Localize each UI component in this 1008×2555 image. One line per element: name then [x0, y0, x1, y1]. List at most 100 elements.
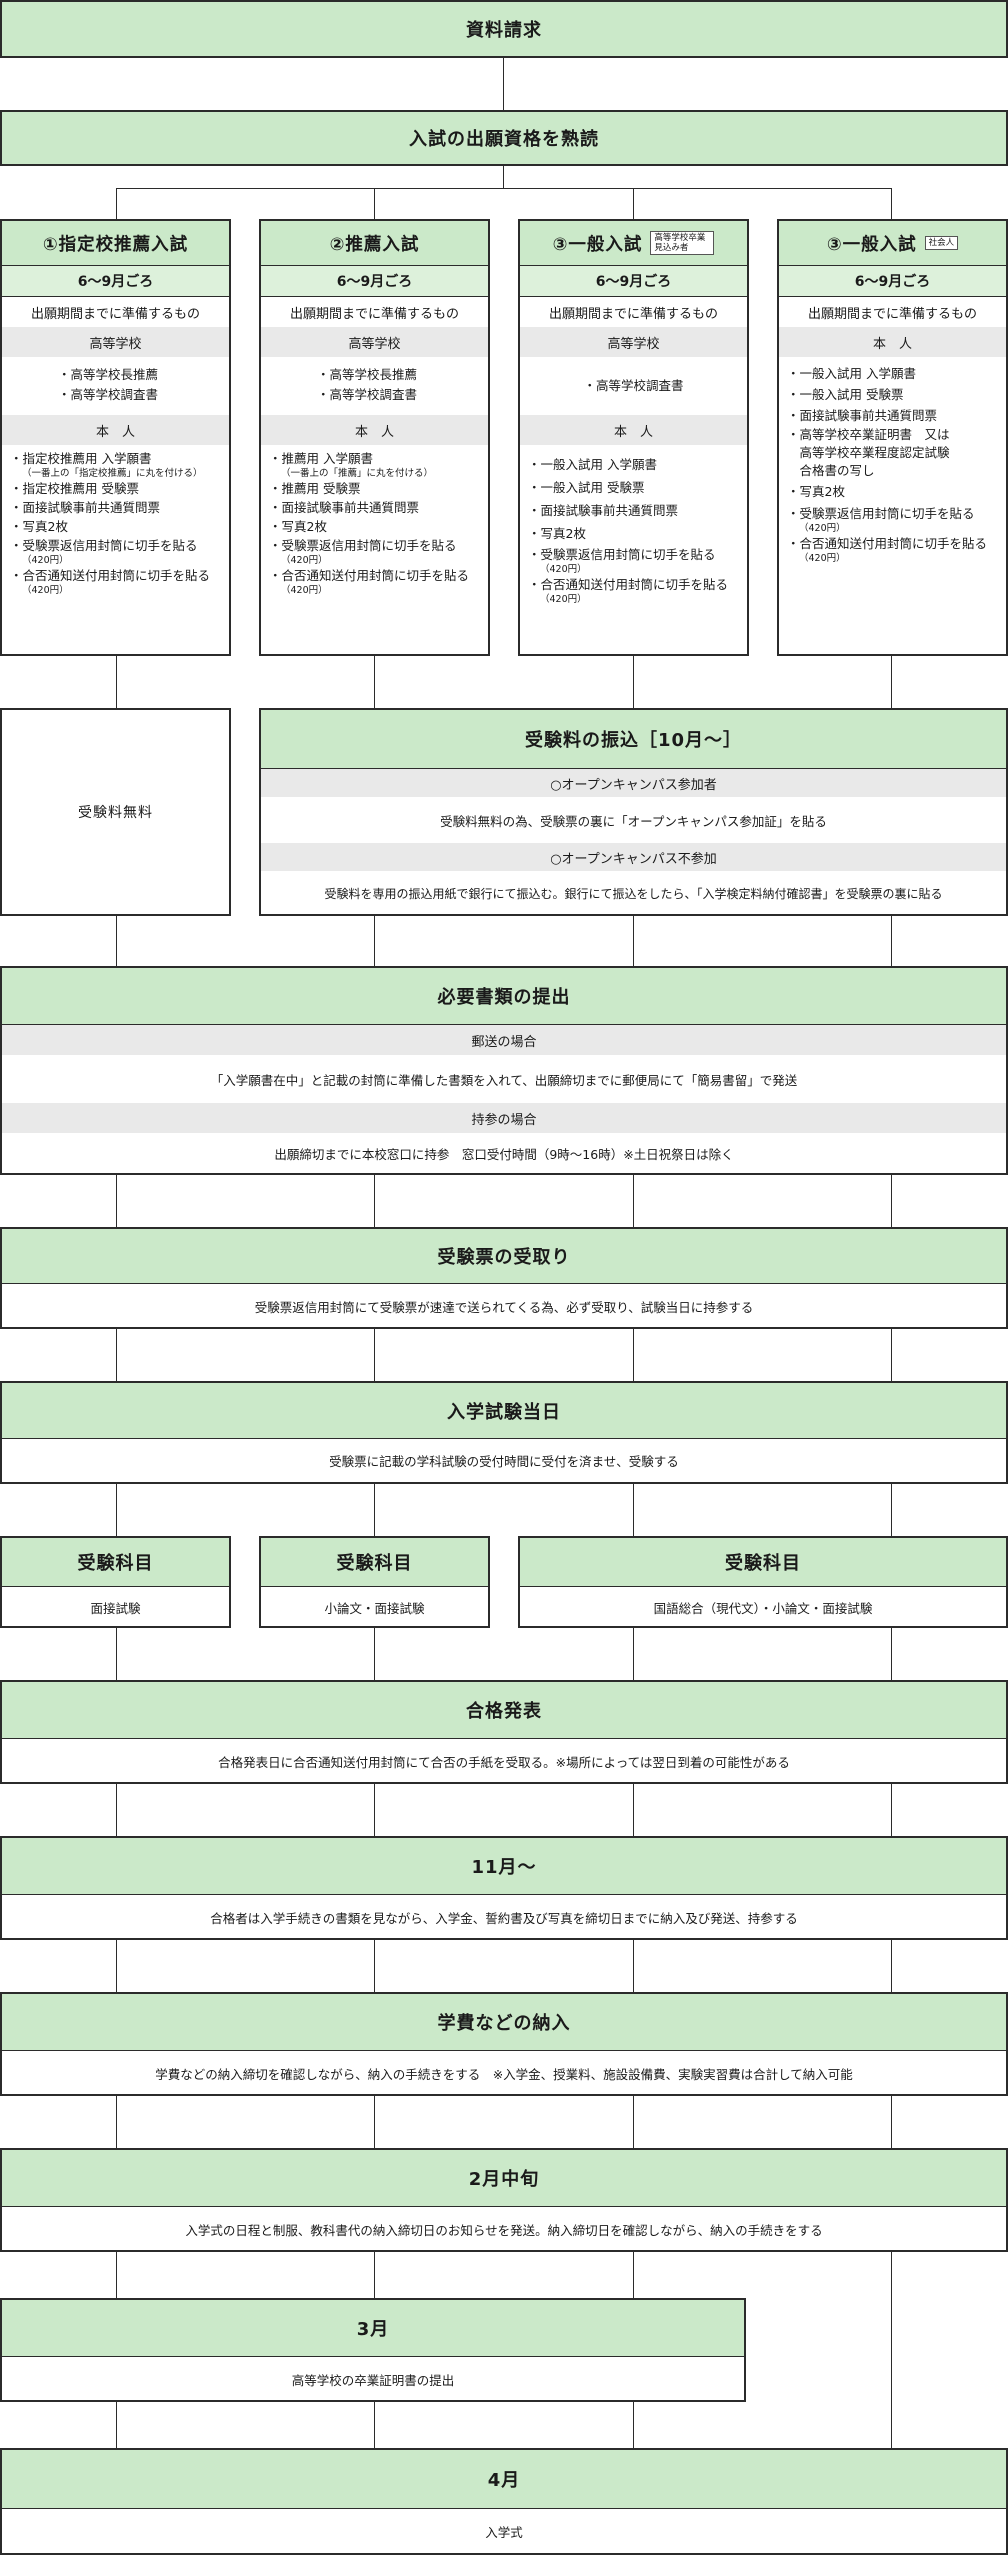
connector — [374, 1175, 375, 1227]
connector — [891, 1784, 892, 1836]
submit-box: 必要書類の提出 郵送の場合 「入学願書在中」と記載の封筒に準備した書類を入れて、… — [0, 966, 1008, 1175]
list-item: ・一般入試用 入学願書 — [787, 366, 916, 381]
list-note: （一番上の「指定校推薦」に丸を付ける） — [22, 468, 203, 479]
route-4-tag: 社会人 — [924, 236, 959, 250]
connector — [116, 1784, 117, 1836]
submit-text-2: 出願締切までに本校窓口に持参 窓口受付時間（9時〜16時）※土日祝祭日は除く — [274, 1147, 734, 1162]
list-item: ・合否通知送付用封筒に切手を貼る — [528, 577, 729, 592]
step-request: 資料請求 — [0, 0, 1008, 58]
route-2-prep: 出願期間までに準備するもの — [289, 306, 459, 322]
connector — [116, 188, 891, 189]
subject-2-text: 小論文・面接試験 — [324, 1600, 425, 1616]
feb-title: 2月中旬 — [2, 2150, 1006, 2207]
fee-free-text: 受験料無料 — [78, 805, 153, 821]
connector — [116, 2252, 117, 2298]
list-item: ・一般入試用 入学願書 — [528, 457, 657, 472]
connector — [374, 656, 375, 708]
tuition-text: 学費などの納入締切を確認しながら、納入の手続きをする ※入学金、授業料、施設設備… — [155, 2066, 853, 2082]
ticket-title: 受験票の受取り — [2, 1229, 1006, 1284]
fee-sub-2: ○オープンキャンパス不参加 — [261, 843, 1006, 871]
list-item: ・高等学校卒業証明書 又は — [787, 427, 950, 442]
connector — [374, 1440, 375, 1536]
list-item: ・受験票返信用封筒に切手を貼る — [269, 538, 457, 553]
route-3-panel: ③一般入試高等学校卒業見込み者 6〜9月ごろ 出願期間までに準備するもの 高等学… — [518, 219, 749, 656]
feb-box: 2月中旬 入学式の日程と制服、教科書代の納入締切日のお知らせを発送。納入締切日を… — [0, 2148, 1008, 2252]
route-3-school-head: 高等学校 — [520, 327, 747, 357]
route-1-school-head: 高等学校 — [2, 327, 229, 357]
exam-day-text: 受験票に記載の学科試験の受付時間に受付を済ませ、受験する — [329, 1453, 679, 1469]
exam-day-body: 受験票に記載の学科試験の受付時間に受付を済ませ、受験する — [0, 1438, 1008, 1484]
connector — [633, 1628, 634, 1680]
connector — [374, 1329, 375, 1381]
list-item: ・合否通知送付用封筒に切手を貼る — [269, 568, 470, 583]
route-3-school-items: ・高等学校調査書 — [520, 357, 747, 415]
connector — [633, 1329, 634, 1381]
route-2-panel: ②推薦入試 6〜9月ごろ 出願期間までに準備するもの 高等学校 ・高等学校長推薦… — [259, 219, 490, 656]
route-2-self-items: ・推薦用 入学願書 （一番上の「推薦」に丸を付ける） ・推薦用 受験票 ・面接試… — [261, 445, 488, 600]
mar-text: 高等学校の卒業証明書の提出 — [291, 2372, 455, 2388]
route-3-self-head: 本 人 — [520, 415, 747, 445]
connector — [891, 1628, 892, 1680]
list-note: （420円） — [281, 555, 328, 566]
route-1-panel: ①指定校推薦入試 6〜9月ごろ 出願期間までに準備するもの 高等学校 ・高等学校… — [0, 219, 231, 656]
fee-free-box: 受験料無料 — [0, 708, 231, 916]
route-1-title: ①指定校推薦入試 — [2, 221, 229, 266]
subject-1-title: 受験科目 — [2, 1538, 229, 1587]
route-4-self-head: 本 人 — [779, 327, 1006, 357]
route-1-self-items: ・指定校推薦用 入学願書 （一番上の「指定校推薦」に丸を付ける） ・指定校推薦用… — [2, 445, 229, 600]
list-note: （420円） — [540, 564, 587, 575]
connector — [891, 916, 892, 966]
submit-sub-2: 持参の場合 — [2, 1103, 1006, 1133]
list-item: ・高等学校調査書 — [317, 387, 418, 402]
list-item: 高等学校卒業程度認定試験 — [787, 445, 950, 460]
connector — [633, 2402, 634, 2448]
list-item: ・面接試験事前共通質問票 — [10, 500, 161, 515]
connector — [633, 656, 634, 708]
connector — [891, 1940, 892, 1992]
list-item: ・受験票返信用封筒に切手を貼る — [528, 547, 716, 562]
list-item: ・写真2枚 — [528, 526, 586, 541]
list-item: ・高等学校長推薦 — [58, 367, 159, 382]
step-request-title: 資料請求 — [2, 2, 1006, 56]
route-2-period: 6〜9月ごろ — [261, 266, 488, 297]
route-3-title: ③一般入試高等学校卒業見込み者 — [520, 221, 747, 266]
connector — [891, 1440, 892, 1536]
connector — [116, 656, 117, 708]
nov-box: 11月〜 合格者は入学手続きの書類を見ながら、入学金、誓約書及び写真を締切日まで… — [0, 1836, 1008, 1940]
route-2-title: ②推薦入試 — [261, 221, 488, 266]
list-item: ・推薦用 入学願書 — [269, 451, 373, 466]
list-item: ・受験票返信用封筒に切手を貼る — [10, 538, 198, 553]
connector — [633, 1784, 634, 1836]
tuition-box: 学費などの納入 学費などの納入締切を確認しながら、納入の手続きをする ※入学金、… — [0, 1992, 1008, 2096]
connector — [116, 916, 117, 966]
connector — [374, 2096, 375, 2148]
route-1-period: 6〜9月ごろ — [2, 266, 229, 297]
route-4-prep: 出願期間までに準備するもの — [807, 306, 977, 322]
submit-text-1: 「入学願書在中」と記載の封筒に準備した書類を入れて、出願締切までに郵便局にて「簡… — [210, 1072, 798, 1088]
connector — [891, 656, 892, 708]
feb-text: 入学式の日程と制服、教科書代の納入締切日のお知らせを発送。納入締切日を確認しなが… — [185, 2222, 823, 2238]
route-4-self-items: ・一般入試用 入学願書 ・一般入試用 受験票 ・面接試験事前共通質問票 ・高等学… — [779, 357, 1006, 568]
route-4-period: 6〜9月ごろ — [779, 266, 1006, 297]
list-item: ・指定校推薦用 受験票 — [10, 481, 139, 496]
nov-text: 合格者は入学手続きの書類を見ながら、入学金、誓約書及び写真を締切日までに納入及び… — [210, 1910, 798, 1926]
fee-title: 受験料の振込［10月〜］ — [261, 710, 1006, 769]
connector — [891, 2096, 892, 2448]
connector — [633, 916, 634, 966]
connector — [503, 165, 504, 188]
subject-3-text: 国語総合（現代文）・小論文・面接試験 — [653, 1600, 873, 1616]
list-item: ・指定校推薦用 入学願書 — [10, 451, 152, 466]
connector — [891, 1329, 892, 1381]
list-item: ・写真2枚 — [10, 519, 68, 534]
tuition-title: 学費などの納入 — [2, 1994, 1006, 2051]
result-box: 合格発表 合格発表日に合否通知送付用封筒にて合否の手紙を受取る。※場所によっては… — [0, 1680, 1008, 1784]
apr-text: 入学式 — [485, 2525, 523, 2540]
connector — [633, 188, 634, 219]
list-note: （420円） — [799, 553, 846, 564]
step-check: 入試の出願資格を熟読 — [0, 110, 1008, 166]
connector — [633, 2096, 634, 2148]
list-note: （420円） — [22, 555, 69, 566]
connector — [374, 1628, 375, 1680]
subject-1-box: 受験科目 面接試験 — [0, 1536, 231, 1628]
connector — [633, 2252, 634, 2298]
